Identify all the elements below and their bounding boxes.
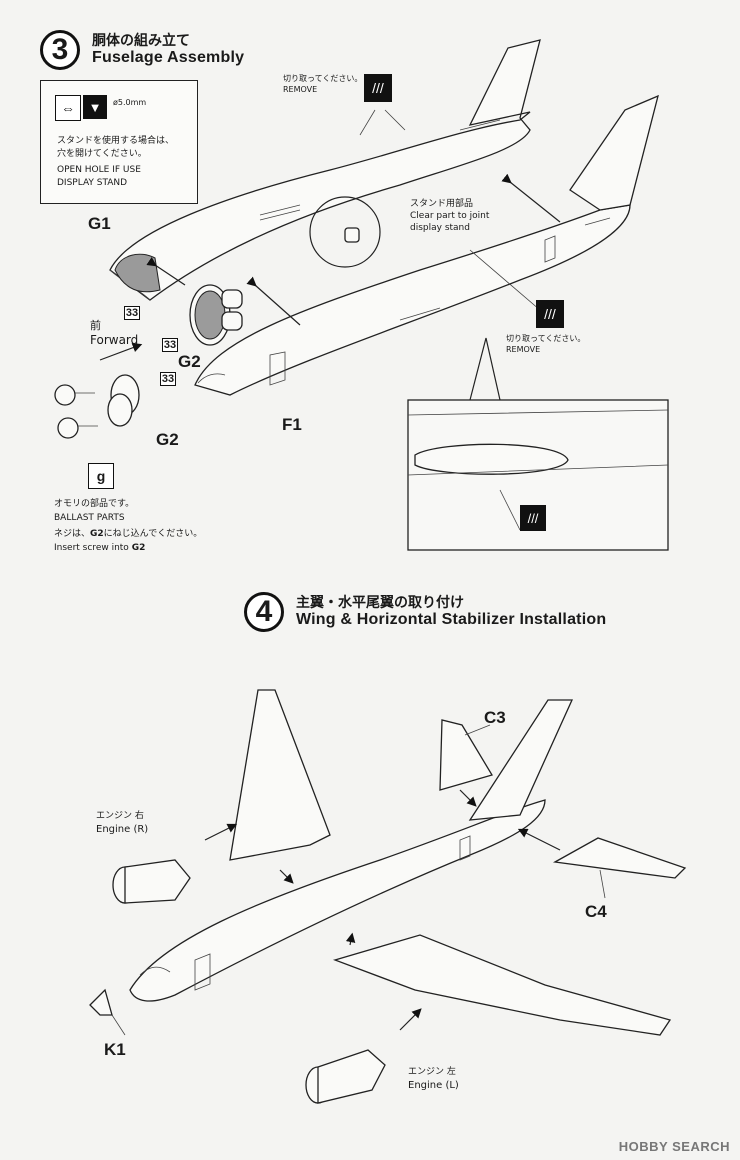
wing-right (229, 689, 331, 861)
part-label-c3: C3 (484, 708, 506, 727)
forward-en: Forward (90, 333, 139, 347)
drill-bit-icon: ▼ (83, 95, 107, 119)
cut-off-icon: /// (520, 505, 546, 531)
drill-text-jp-1: スタンドを使用する場合は、 (57, 136, 175, 146)
screw-instruction-en: Insert screw into G2 (54, 542, 145, 554)
engine-left-en: Engine (L) (408, 1080, 459, 1091)
cut-off-top-jp: 切り取ってください。 (283, 74, 363, 83)
drill-instruction-box: ⇔ ▼ ø5.0mm スタンドを使用する場合は、 穴を開けてください。 OPEN… (40, 80, 198, 204)
drill-arrows-icon: ⇔ (55, 95, 81, 121)
fuselage-half-f1 (194, 94, 659, 396)
drill-text-en-1: OPEN HOLE IF USE (57, 165, 141, 175)
part-label-g2: G2 (178, 352, 201, 371)
fuselage-step4 (129, 699, 574, 1002)
step-4-title-jp: 主翼・水平尾翼の取り付け (296, 595, 464, 611)
cut-off-icon: /// (364, 74, 392, 102)
engine-left-shape (305, 1049, 386, 1104)
engine-right-jp: エンジン 右 (96, 811, 144, 821)
step-3-title-jp: 胴体の組み立て (92, 33, 190, 49)
drill-diameter: ø5.0mm (113, 98, 147, 107)
part-label-k1: K1 (104, 1040, 126, 1059)
cut-off-right-jp: 切り取ってください。 (506, 334, 586, 343)
callout-number: 33 (124, 306, 140, 320)
screw-jp-part: G2 (90, 529, 104, 539)
step-4-number: 4 (244, 592, 284, 632)
part-label-g2: G2 (156, 430, 179, 449)
engine-right-shape (112, 859, 191, 904)
ballast-weight-icon: g (88, 463, 114, 489)
ballast-g2-parts (54, 284, 243, 439)
drill-text-jp-2: 穴を開けてください。 (57, 149, 147, 159)
engine-left-jp: エンジン 左 (408, 1067, 456, 1077)
part-c3-shape (439, 719, 493, 791)
screw-en-pre: Insert screw into (54, 543, 132, 553)
part-label-f1: F1 (282, 415, 302, 434)
callout-number: 33 (162, 338, 178, 352)
callout-number: 33 (160, 372, 176, 386)
part-k1-shape (89, 988, 113, 1016)
stand-part-jp: スタンド用部品 (410, 199, 474, 209)
ballast-jp: オモリの部品です。 (54, 499, 135, 509)
forward-jp: 前 (90, 319, 101, 332)
engine-right-en: Engine (R) (96, 824, 149, 835)
cut-off-icon: /// (536, 300, 564, 328)
part-label-c4: C4 (585, 902, 607, 921)
ballast-en: BALLAST PARTS (54, 513, 125, 523)
screw-instruction-jp: ネジは、G2にねじ込んでください。 (54, 528, 202, 540)
screw-en-part: G2 (131, 543, 146, 553)
watermark: HOBBY SEARCH (618, 1139, 730, 1154)
step-3-number: 3 (40, 30, 80, 70)
cut-off-top-en: REMOVE (283, 85, 318, 94)
stand-part-en-1: Clear part to joint (410, 211, 490, 221)
screw-jp-post: にねじ込んでください。 (103, 529, 203, 539)
step-4-title-en: Wing & Horizontal Stabilizer Installatio… (296, 611, 607, 628)
cut-off-right-en: REMOVE (506, 345, 541, 354)
step-3-title-en: Fuselage Assembly (92, 49, 245, 66)
wing-left (332, 934, 672, 1036)
part-c4-shape (552, 837, 687, 879)
stand-part-en-2: display stand (410, 223, 470, 233)
drill-text-en-2: DISPLAY STAND (57, 178, 128, 188)
screw-jp-pre: ネジは、 (54, 529, 91, 539)
part-label-g1: G1 (88, 214, 111, 233)
